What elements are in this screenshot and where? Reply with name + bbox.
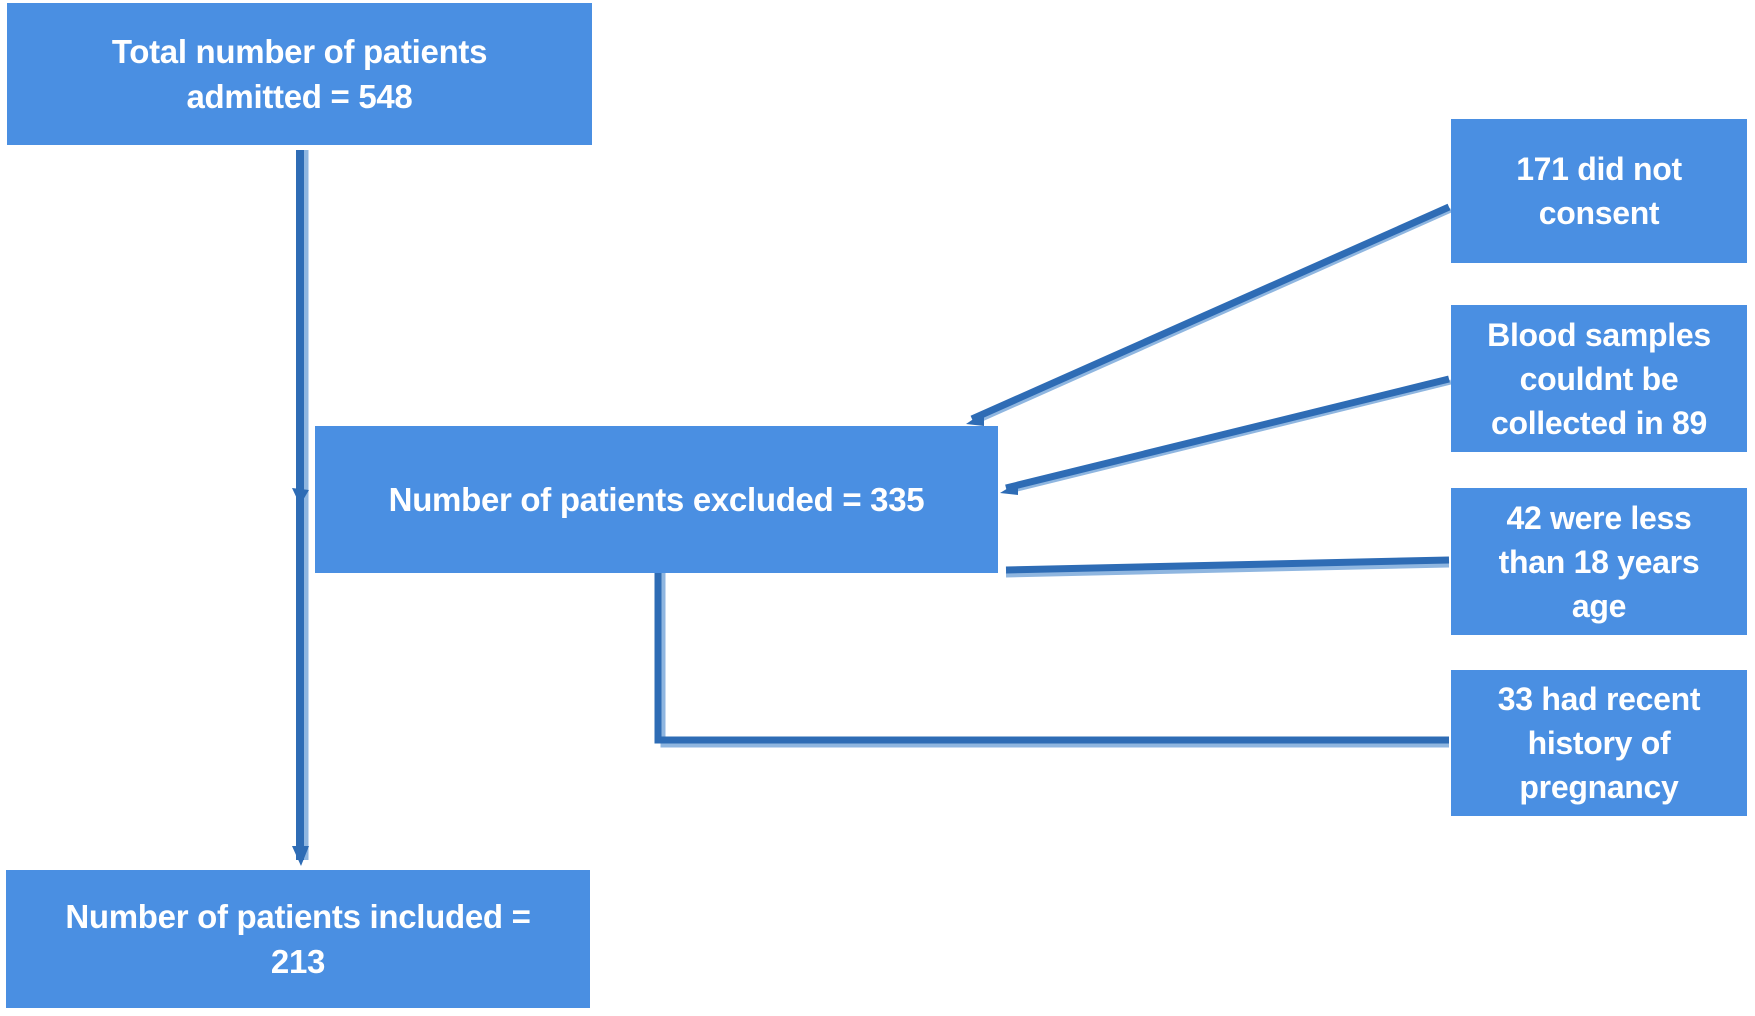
node-excluded: Number of patients excluded = 335: [315, 426, 998, 573]
node-total-admitted-text-1: Total number of patients: [111, 33, 488, 70]
node-total-admitted-text-2: admitted = 548: [186, 78, 413, 115]
node-under-18: 42 were less than 18 years age: [1451, 488, 1747, 635]
node-under-18-text-1: 42 were less: [1506, 499, 1692, 536]
connector-excluded-no-consent: [966, 203, 1453, 426]
node-blood-samples: Blood samples couldnt be collected in 89: [1451, 305, 1747, 452]
node-pregnancy-history-text-3: pregnancy: [1519, 769, 1679, 805]
node-no-consent-text-2: consent: [1538, 195, 1660, 231]
node-blood-samples-text-1: Blood samples: [1487, 316, 1711, 353]
node-included-text-1: Number of patients included =: [65, 898, 531, 935]
node-total-admitted: Total number of patients admitted = 548: [7, 3, 592, 145]
node-excluded-text-1: Number of patients excluded = 335: [388, 481, 925, 518]
node-no-consent: 171 did not consent: [1451, 119, 1747, 263]
connector-admitted-included: [292, 150, 309, 866]
connector-excluded-pregnancy: [654, 573, 1449, 748]
node-included-text-2: 213: [270, 943, 326, 980]
arrowhead-bottom: [292, 846, 309, 866]
connector-excluded-blood-samples: [1000, 375, 1452, 495]
node-pregnancy-history-text-1: 33 had recent: [1497, 681, 1701, 717]
arrowhead-mid: [292, 488, 309, 505]
node-blood-samples-text-3: collected in 89: [1490, 404, 1708, 441]
node-under-18-text-3: age: [1571, 587, 1627, 624]
node-under-18-text-2: than 18 years: [1498, 543, 1700, 580]
node-included: Number of patients included = 213: [6, 870, 590, 1008]
node-pregnancy-history: 33 had recent history of pregnancy: [1451, 670, 1747, 816]
node-blood-samples-text-2: couldnt be: [1519, 360, 1679, 397]
node-no-consent-text-1: 171 did not: [1516, 151, 1682, 187]
node-pregnancy-history-text-2: history of: [1527, 725, 1671, 761]
connector-excluded-under-18: [1005, 556, 1450, 578]
